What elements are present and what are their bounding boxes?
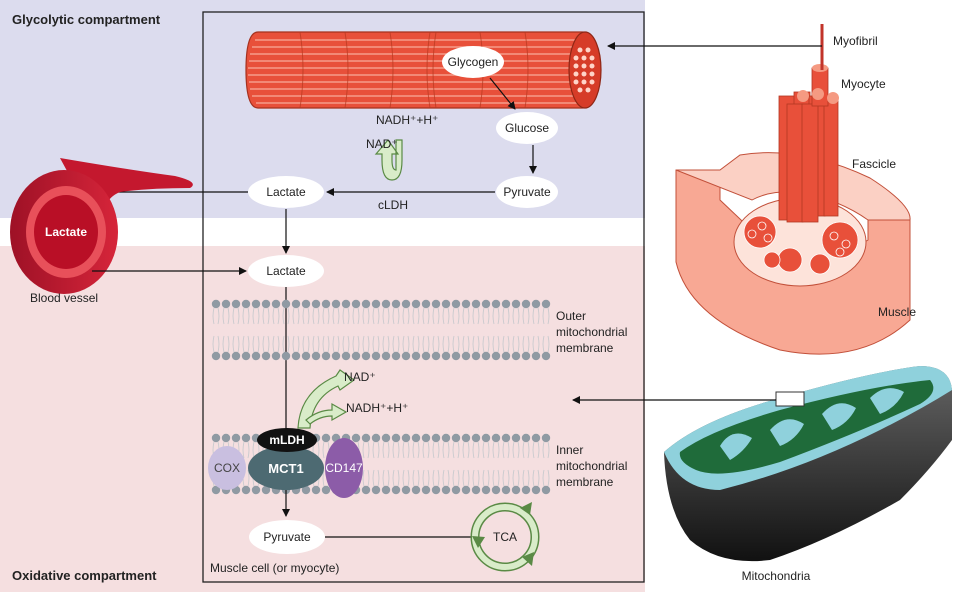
myocyte-label: Myocyte [841, 77, 886, 91]
cofactor-arrow-top [374, 139, 403, 181]
lactate-top-label: Lactate [266, 185, 306, 199]
glycolytic-compartment-label: Glycolytic compartment [12, 12, 161, 27]
mct1-protein: MCT1 [248, 446, 324, 490]
inner-membrane-label-2: mitochondrial [556, 459, 627, 473]
node-pyruvate-bottom: Pyruvate [249, 520, 325, 554]
outer-membrane-label-2: mitochondrial [556, 325, 627, 339]
blood-vessel: Lactate [10, 158, 193, 294]
mitochondria-label: Mitochondria [742, 569, 811, 583]
pyruvate-bottom-label: Pyruvate [263, 530, 311, 544]
cldh-label: cLDH [378, 198, 408, 212]
tca-label: TCA [493, 530, 517, 544]
oxidative-compartment-label: Oxidative compartment [12, 568, 157, 583]
muscle-label: Muscle [878, 305, 916, 319]
arrow-glycogen-glucose [489, 77, 516, 110]
inner-membrane-label-1: Inner [556, 443, 583, 457]
tca-cycle: TCA [470, 502, 540, 572]
vessel-lactate-label: Lactate [45, 225, 87, 239]
myofibril-cylinder [245, 31, 602, 109]
muscle-cell-caption: Muscle cell (or myocyte) [210, 561, 339, 575]
muscle-cell-box [202, 11, 645, 583]
lactate-mid-label: Lactate [266, 264, 306, 278]
inner-membrane-label-3: membrane [556, 475, 614, 489]
mldh-label: mLDH [269, 433, 304, 447]
outer-membrane [211, 299, 551, 361]
glucose-label: Glucose [505, 121, 549, 135]
node-pyruvate-top: Pyruvate [496, 176, 558, 208]
muscle-anatomy-illustration [675, 24, 911, 355]
pyruvate-top-label: Pyruvate [503, 185, 551, 199]
mitochondrion-illustration [664, 366, 952, 562]
blood-vessel-caption: Blood vessel [30, 291, 98, 305]
cd147-protein: CD147 [325, 438, 363, 498]
node-glucose: Glucose [496, 112, 558, 144]
cofactor-arrow-mid [297, 369, 356, 429]
glycogen-label: Glycogen [448, 55, 499, 69]
cox-label: COX [214, 461, 240, 475]
node-glycogen: Glycogen [442, 46, 504, 78]
nad-mid-label: NAD⁺ [344, 370, 376, 384]
node-lactate-mid: Lactate [248, 255, 324, 287]
nadh-mid-label: NADH⁺+H⁺ [346, 401, 408, 415]
outer-membrane-label-1: Outer [556, 309, 586, 323]
myofibril-label: Myofibril [833, 34, 878, 48]
nadh-top-label: NADH⁺+H⁺ [376, 113, 438, 127]
fascicle-label: Fascicle [852, 157, 896, 171]
outer-membrane-label-3: membrane [556, 341, 614, 355]
node-lactate-top: Lactate [248, 176, 324, 208]
cd147-label: CD147 [325, 461, 363, 475]
mct1-label: MCT1 [268, 461, 303, 476]
mldh-protein: mLDH [257, 428, 317, 452]
nad-top-label: NAD⁺ [366, 137, 398, 151]
cox-protein: COX [208, 446, 246, 490]
